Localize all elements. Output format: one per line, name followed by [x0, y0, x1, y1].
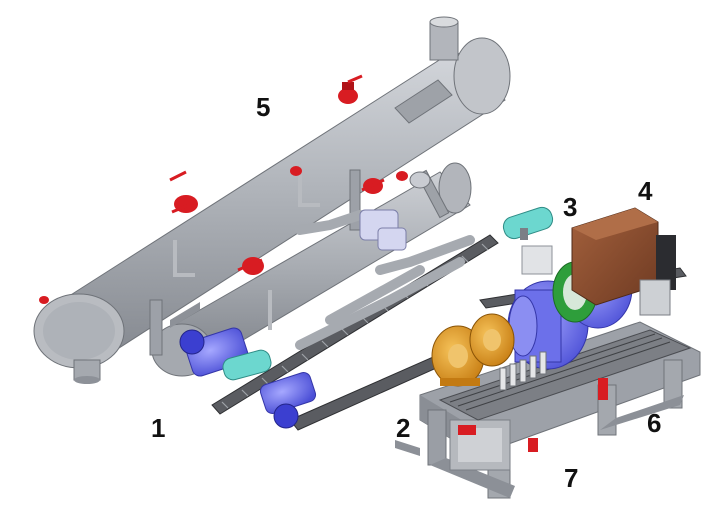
valve-icon	[361, 178, 385, 194]
valve-icon	[169, 170, 198, 214]
gauge-panel	[499, 351, 547, 391]
callout-label: 1	[151, 413, 166, 443]
valve-icon	[290, 166, 302, 176]
valve-icon	[39, 296, 49, 304]
gearbox-icon	[431, 313, 515, 387]
valve-icon	[396, 171, 408, 181]
grating-platform	[438, 329, 692, 421]
small-pipes	[173, 170, 320, 330]
valve-icon	[458, 425, 476, 435]
callout-label: 7	[564, 463, 579, 493]
callout-label: 5	[256, 92, 271, 122]
valve-icon	[528, 438, 538, 452]
actuator-icon	[502, 206, 554, 240]
callout-label: 3	[563, 192, 578, 222]
pump-icon	[259, 372, 317, 429]
valve-icon	[237, 257, 264, 275]
valves	[39, 74, 608, 452]
actuators	[222, 206, 554, 381]
valve-icon	[598, 378, 608, 400]
actuator-icon	[222, 349, 272, 381]
valve-icon	[338, 74, 363, 104]
motor-enclosure	[571, 207, 676, 316]
callout-label: 2	[396, 413, 411, 443]
callout-label: 4	[638, 176, 653, 206]
connecting-piping	[295, 210, 475, 350]
callout-label: 6	[647, 408, 662, 438]
instrument-housings	[359, 171, 553, 275]
upper-heat-exchanger	[33, 16, 511, 384]
